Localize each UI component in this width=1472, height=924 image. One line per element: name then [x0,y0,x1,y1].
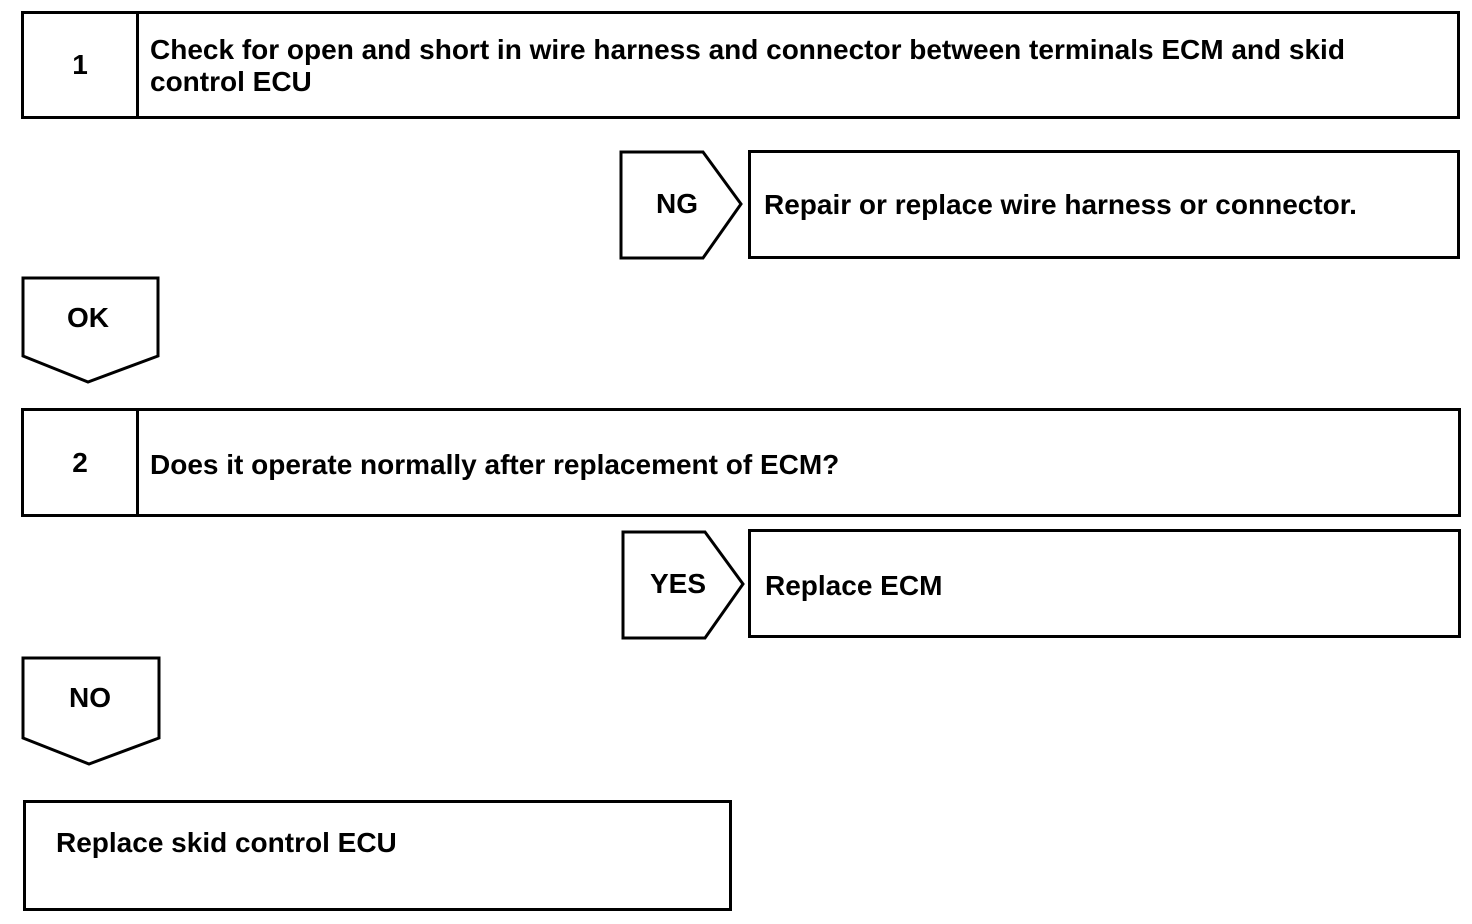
yes-arrow-tag [621,530,745,640]
no-arrow-tag [21,656,161,766]
step-1-text: Check for open and short in wire harness… [150,34,1345,97]
no-label: NO [69,682,111,713]
step-2-box: 2 Does it operate normally after replace… [21,408,1461,517]
step-2-number: 2 [24,411,139,514]
step-1-number: 1 [24,14,139,116]
yes-result-box: Replace ECM [748,529,1461,638]
ok-label: OK [67,302,109,333]
ng-label: NG [656,188,698,219]
ng-result-text: Repair or replace wire harness or connec… [764,189,1357,220]
ng-arrow-tag [619,150,743,260]
ng-result-box: Repair or replace wire harness or connec… [748,150,1460,259]
yes-result-text: Replace ECM [765,570,943,601]
step-2-text: Does it operate normally after replaceme… [150,449,840,480]
step-1-box: 1 Check for open and short in wire harne… [21,11,1460,119]
yes-label: YES [649,568,707,599]
final-result-text: Replace skid control ECU [56,827,397,858]
ok-arrow-tag [21,276,160,384]
final-result-box: Replace skid control ECU [23,800,732,911]
